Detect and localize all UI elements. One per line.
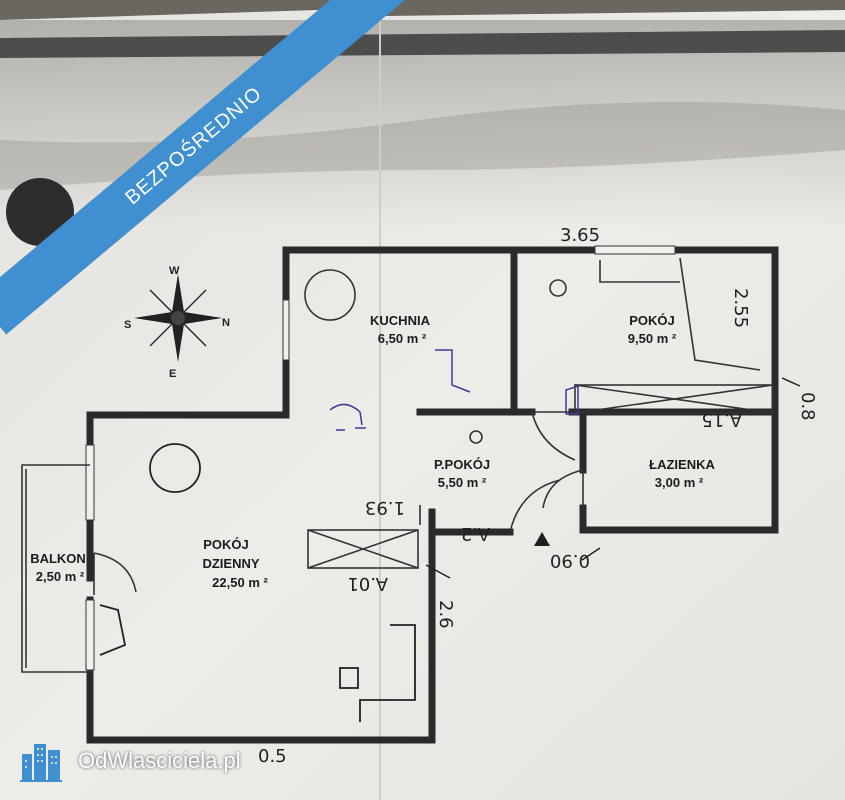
dim-bathroom-right: 0.8	[797, 392, 818, 421]
buildings-icon	[20, 744, 62, 782]
compass-rose-icon	[134, 274, 222, 362]
room-area-pokoj: 9,50 m ²	[628, 331, 677, 346]
room-name-pokoj: POKÓJ	[629, 313, 675, 328]
dim-hall-left: 1.93	[365, 497, 405, 518]
room-area-ppokoj: 5,50 m ²	[438, 475, 487, 490]
wardrobe	[307, 529, 419, 569]
paper-sheet	[0, 8, 845, 800]
balcony	[21, 464, 137, 673]
brand-name[interactable]: OdWlasciciela.pl	[78, 748, 241, 773]
compass-south-label: S	[124, 319, 131, 331]
brand-watermark[interactable]: OdWlasciciela.pl	[18, 738, 241, 784]
windows	[85, 245, 676, 671]
room-name-lazienka: ŁAZIENKA	[649, 457, 715, 472]
sketches	[99, 257, 761, 722]
dim-top-width: 3.65	[560, 225, 600, 246]
room-name-dzienny-2: DZIENNY	[202, 556, 259, 571]
room-name-kuchnia: KUCHNIA	[370, 313, 431, 328]
doors	[509, 411, 584, 533]
room-name-balkon: BALKON	[30, 551, 86, 566]
compass-east-label: E	[169, 368, 176, 380]
compass-west-label: W	[169, 265, 180, 277]
room-name-dzienny-1: POKÓJ	[203, 537, 249, 552]
room-area-dzienny: 22,50 m ²	[212, 575, 268, 590]
room-name-ppokoj: P.POKÓJ	[434, 457, 490, 472]
dim-dzienny-mid: A.01	[347, 573, 388, 594]
dim-bottom: 0.5	[258, 746, 287, 767]
room-area-kuchnia: 6,50 m ²	[378, 331, 427, 346]
dim-hall-mid: A.2	[461, 523, 490, 544]
room-area-balkon: 2,50 m ²	[36, 569, 85, 584]
entrance-marker	[534, 532, 550, 546]
dim-pokoj-side: 2.55	[730, 288, 751, 328]
room-area-lazienka: 3,00 m ²	[655, 475, 704, 490]
dim-entrance: 0.90	[550, 550, 590, 571]
bedroom-wardrobe	[574, 384, 774, 414]
dim-dzienny-right: 2.6	[435, 600, 456, 629]
compass-north-label: N	[222, 317, 230, 329]
dim-bathroom-top: A.15	[701, 409, 742, 430]
dimension-ticks	[419, 377, 801, 579]
